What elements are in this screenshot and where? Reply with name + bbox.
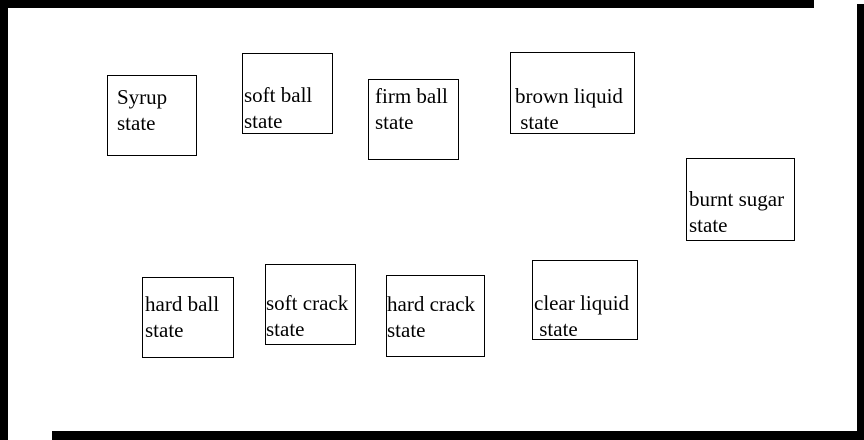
state-box-label: clear liquid state [534, 290, 629, 342]
state-box-label-line2: state [244, 109, 283, 133]
frame-bottom-border [52, 431, 864, 440]
state-box-label-line2: state [515, 110, 559, 134]
frame-left-border [0, 0, 8, 440]
state-box-label-line1: hard crack [387, 292, 476, 316]
state-box-label-line2: state [145, 318, 184, 342]
state-box-label-line1: brown liquid [515, 84, 623, 108]
state-box-label-line1: burnt sugar [689, 187, 785, 211]
state-box-label-line2: state [689, 213, 728, 237]
state-box-clear-liquid: clear liquid state [532, 260, 638, 342]
state-box-label-line2: state [534, 317, 578, 341]
state-box-label-line1: Syrup [117, 85, 168, 109]
state-box-label-line1: soft ball [244, 83, 313, 107]
frame-top-border [0, 0, 814, 8]
state-box-brown-liquid: brown liquid state [510, 52, 635, 134]
frame-right-border [857, 4, 864, 440]
state-box-label-line1: soft crack [266, 291, 349, 315]
state-box-label-line2: state [387, 318, 426, 342]
state-box-label-line1: hard ball [145, 292, 220, 316]
state-box-label-line1: clear liquid [534, 291, 630, 315]
state-box-label-line1: firm ball [375, 84, 448, 108]
state-box-label-line2: state [266, 317, 305, 341]
state-box-label-line2: state [117, 111, 156, 135]
state-box-label-line2: state [375, 110, 414, 134]
state-box-label: brown liquid state [515, 83, 623, 135]
